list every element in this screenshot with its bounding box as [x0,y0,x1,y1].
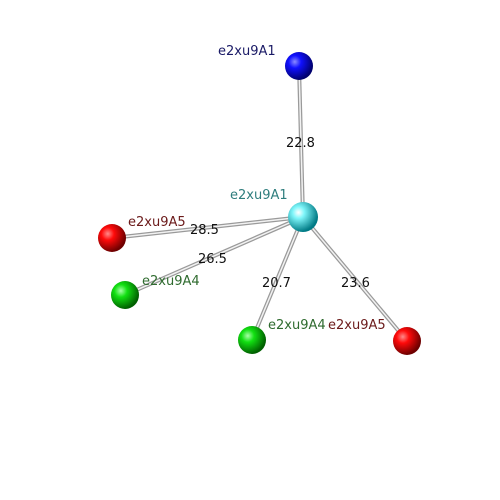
edge-center-right-red [301,215,409,343]
atom-label-left-red: e2xu9A5 [128,215,186,230]
distance-label-left-red: 28.5 [190,223,219,238]
atom-label-right-red: e2xu9A5 [328,318,386,333]
edge-center-left-red [111,215,304,240]
distance-label-top: 22.8 [286,136,315,151]
distance-label-left-green: 26.5 [198,252,227,267]
atom-bottom-green [238,326,266,354]
atom-label-top: e2xu9A1 [218,44,276,59]
distance-label-right-red: 23.6 [341,276,370,291]
atom-top [285,52,313,80]
atom-right-red [393,327,421,355]
atom-left-green [111,281,139,309]
distance-label-bottom-green: 20.7 [262,276,291,291]
atom-label-left-green: e2xu9A4 [142,274,200,289]
edge-center-left-green [124,215,304,297]
edge-center-bottom-green [250,216,305,341]
atom-left-red [98,224,126,252]
edge-center-top [297,65,305,218]
atom-label-bottom-green: e2xu9A4 [268,318,326,333]
atom-label-center: e2xu9A1 [230,188,288,203]
atom-center [288,202,318,232]
